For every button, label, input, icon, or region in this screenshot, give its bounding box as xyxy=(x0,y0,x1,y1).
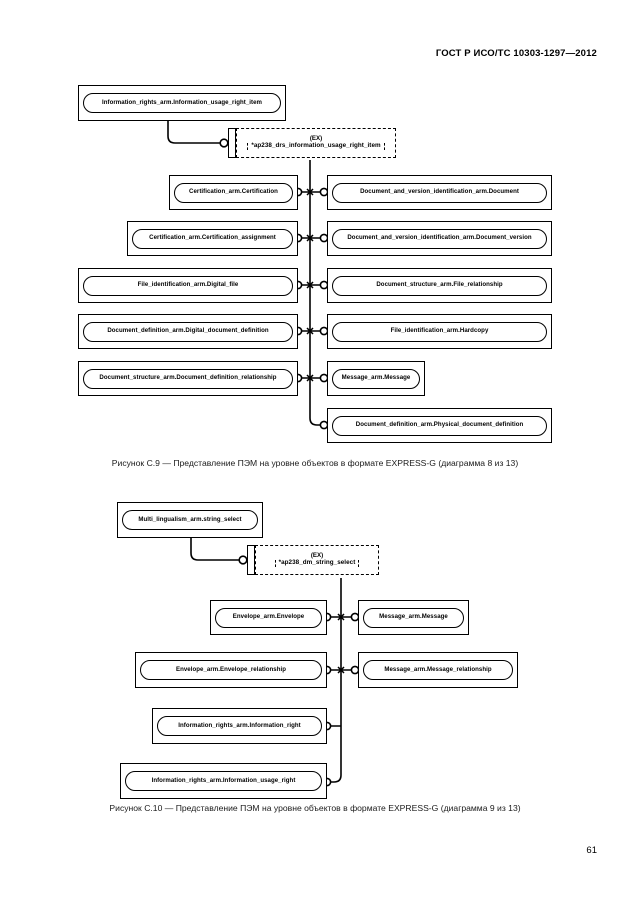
ex-node[interactable]: (EX) *ap238_dm_string_select xyxy=(255,545,379,575)
ex-node-name: *ap238_drs_information_usage_right_item xyxy=(247,142,385,150)
entity-label: Document_and_version_identification_arm.… xyxy=(360,188,519,196)
entity-pill: Certification_arm.Certification xyxy=(174,182,293,203)
entity-label: Information_rights_arm.Information_right xyxy=(178,721,301,730)
entity-label: File_identification_arm.Hardcopy xyxy=(390,327,489,335)
entity-node-root[interactable]: Multi_lingualism_arm.string_select xyxy=(117,502,263,538)
entity-label: Certification_arm.Certification xyxy=(189,188,278,196)
entity-label: Envelope_arm.Envelope_relationship xyxy=(175,665,287,674)
entity-label: Message_arm.Message xyxy=(341,374,411,382)
entity-label: Document_structure_arm.Document_definiti… xyxy=(99,374,277,382)
entity-node[interactable]: Document_structure_arm.File_relationship xyxy=(327,268,552,303)
entity-pill: Document_structure_arm.File_relationship xyxy=(332,275,547,296)
entity-label: Certification_arm.Certification_assignme… xyxy=(149,234,276,242)
entity-pill: Message_arm.Message xyxy=(363,607,464,628)
ex-node-name: *ap238_dm_string_select xyxy=(274,559,360,567)
entity-label: Multi_lingualism_arm.string_select xyxy=(138,515,242,524)
entity-pill: Information_rights_arm.Information_right xyxy=(157,716,322,736)
entity-node[interactable]: File_identification_arm.Digital_file xyxy=(78,268,298,303)
entity-node[interactable]: Message_arm.Message_relationship xyxy=(358,652,518,688)
entity-node[interactable]: Document_definition_arm.Physical_documen… xyxy=(327,408,552,443)
entity-pill: File_identification_arm.Hardcopy xyxy=(332,321,547,342)
ex-node-tag: (EX) xyxy=(309,135,323,143)
entity-pill: Message_arm.Message xyxy=(332,368,420,389)
entity-node[interactable]: Message_arm.Message xyxy=(358,600,469,635)
entity-pill: Certification_arm.Certification_assignme… xyxy=(132,228,293,249)
entity-label: Document_definition_arm.Digital_document… xyxy=(107,327,269,335)
entity-label: Information_rights_arm.Information_usage… xyxy=(151,776,296,785)
entity-label: File_identification_arm.Digital_file xyxy=(137,281,239,289)
entity-label: Envelope_arm.Envelope xyxy=(232,613,305,621)
entity-label: Document_definition_arm.Physical_documen… xyxy=(355,421,524,429)
entity-label: Document_and_version_identification_arm.… xyxy=(347,234,532,242)
entity-label: Message_arm.Message xyxy=(379,613,448,621)
entity-label: Information_rights_arm.Information_usage… xyxy=(102,98,262,107)
entity-node[interactable]: Message_arm.Message xyxy=(327,361,425,396)
entity-node[interactable]: Document_and_version_identification_arm.… xyxy=(327,221,552,256)
ex-node-cap xyxy=(228,128,236,158)
entity-node[interactable]: Envelope_arm.Envelope_relationship xyxy=(135,652,327,688)
entity-pill: Envelope_arm.Envelope xyxy=(215,607,322,628)
express-g-diagram-8: Information_rights_arm.Information_usage… xyxy=(0,0,630,450)
entity-node[interactable]: Information_rights_arm.Information_usage… xyxy=(120,763,327,799)
entity-pill: Message_arm.Message_relationship xyxy=(363,660,513,680)
entity-node[interactable]: Document_definition_arm.Digital_document… xyxy=(78,314,298,349)
ex-node-cap xyxy=(247,545,255,575)
entity-node[interactable]: File_identification_arm.Hardcopy xyxy=(327,314,552,349)
entity-pill: Document_definition_arm.Physical_documen… xyxy=(332,415,547,436)
entity-pill: Document_and_version_identification_arm.… xyxy=(332,182,547,203)
entity-pill: Multi_lingualism_arm.string_select xyxy=(122,510,258,530)
entity-node[interactable]: Document_structure_arm.Document_definiti… xyxy=(78,361,298,396)
entity-pill: Document_definition_arm.Digital_document… xyxy=(83,321,293,342)
page-header: ГОСТ Р ИСО/ТС 10303-1297—2012 xyxy=(435,48,597,59)
express-g-diagram-9: Multi_lingualism_arm.string_select (EX) … xyxy=(117,502,518,799)
entity-node[interactable]: Document_and_version_identification_arm.… xyxy=(327,175,552,210)
entity-pill: Document_structure_arm.Document_definiti… xyxy=(83,368,293,389)
entity-pill: File_identification_arm.Digital_file xyxy=(83,275,293,296)
entity-node[interactable]: Certification_arm.Certification xyxy=(169,175,298,210)
entity-node[interactable]: Information_rights_arm.Information_right xyxy=(152,708,327,744)
figure-caption-8: Рисунок С.9 — Представление ПЭМ на уровн… xyxy=(111,458,519,468)
entity-label: Message_arm.Message_relationship xyxy=(384,665,492,674)
page-number: 61 xyxy=(586,845,597,856)
entity-node[interactable]: Certification_arm.Certification_assignme… xyxy=(127,221,298,256)
entity-node[interactable]: Envelope_arm.Envelope xyxy=(210,600,327,635)
entity-pill: Information_rights_arm.Information_usage… xyxy=(125,771,322,791)
ex-node[interactable]: (EX) *ap238_drs_information_usage_right_… xyxy=(236,128,396,158)
entity-node-root[interactable]: Information_rights_arm.Information_usage… xyxy=(78,85,286,121)
entity-pill: Envelope_arm.Envelope_relationship xyxy=(140,660,322,680)
entity-pill: Information_rights_arm.Information_usage… xyxy=(83,93,281,113)
figure-caption-9: Рисунок С.10 — Представление ПЭМ на уров… xyxy=(109,803,521,813)
entity-label: Document_structure_arm.File_relationship xyxy=(376,281,503,289)
ex-node-tag: (EX) xyxy=(310,552,324,560)
entity-pill: Document_and_version_identification_arm.… xyxy=(332,228,547,249)
